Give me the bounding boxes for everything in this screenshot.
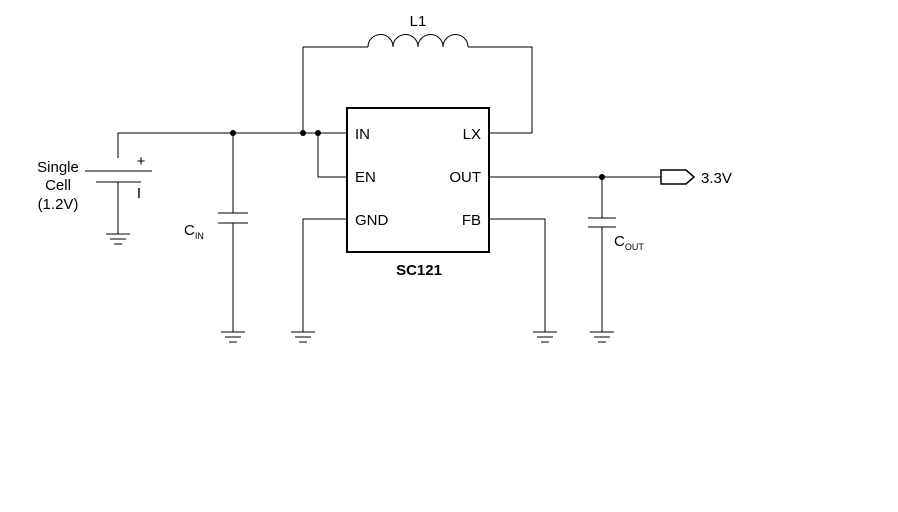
- battery-single-cell: + I Single Cell (1.2V): [37, 153, 152, 245]
- pin-in-label: IN: [355, 126, 370, 143]
- output-port-arrow: [660, 169, 696, 185]
- ground-symbol: [291, 331, 315, 343]
- pin-out-label: OUT: [449, 169, 481, 186]
- input-rail: [117, 130, 347, 178]
- pin-en-label: EN: [355, 169, 376, 186]
- battery-label-line-1: Single: [37, 159, 79, 176]
- capacitor-cin: CIN: [184, 133, 248, 343]
- junction-dot: [315, 130, 321, 136]
- output-voltage-label: 3.3V: [701, 170, 732, 187]
- inductor-label: L1: [410, 13, 427, 30]
- ground-symbol: [221, 331, 245, 343]
- inductor-l1: L1: [302, 13, 533, 134]
- junction-dot: [300, 130, 306, 136]
- ground-symbol: [106, 233, 130, 245]
- pin-lx-label: LX: [463, 126, 481, 143]
- battery-label-line-2: Cell: [45, 177, 71, 194]
- ic-body: [346, 107, 490, 253]
- ground-symbol: [533, 331, 557, 343]
- cin-label: CIN: [184, 222, 204, 241]
- ic-sc121: IN EN GND LX OUT FB SC121: [346, 107, 490, 279]
- ground-symbol: [590, 331, 614, 343]
- battery-plus-sign: +: [137, 153, 146, 170]
- battery-minus-mark: I: [137, 185, 141, 202]
- fb-pin-wire: [489, 218, 557, 343]
- pin-gnd-label: GND: [355, 212, 389, 229]
- cout-label: COUT: [614, 233, 644, 252]
- output-rail: 3.3V: [489, 169, 732, 187]
- battery-label-line-3: (1.2V): [38, 196, 79, 213]
- gnd-pin-wire: [291, 218, 347, 343]
- ic-name-label: SC121: [396, 262, 442, 279]
- capacitor-cout: COUT: [588, 177, 644, 343]
- pin-fb-label: FB: [462, 212, 481, 229]
